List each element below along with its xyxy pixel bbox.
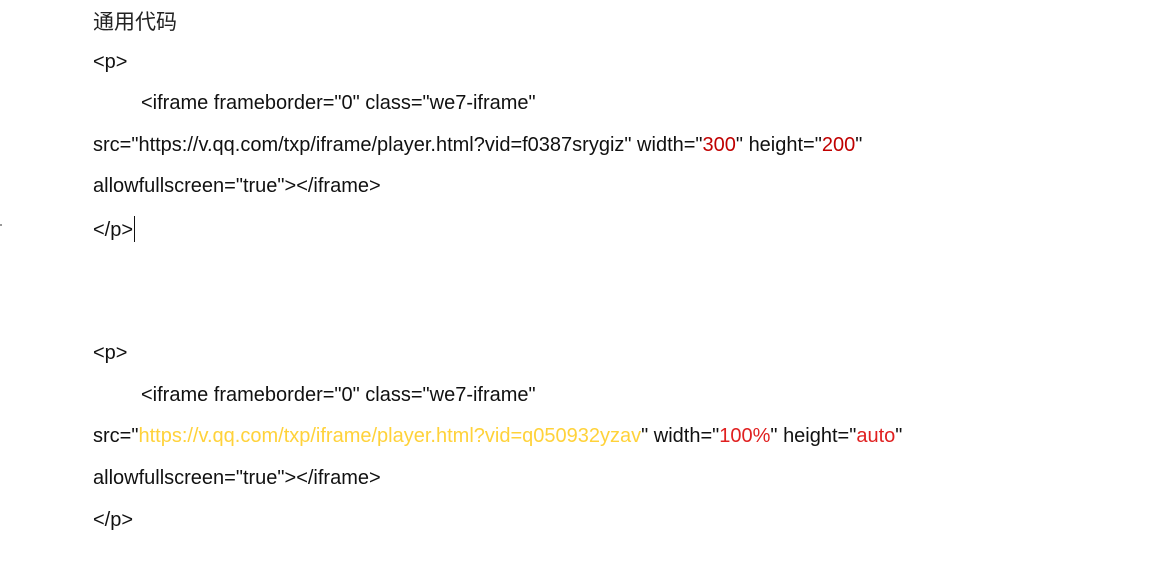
code-line-p-close: </p> (93, 216, 136, 242)
height-attr-text: " height=" (735, 134, 822, 156)
code-line-p-close-2: </p> (93, 509, 134, 531)
section-heading: 通用代码 (93, 10, 177, 34)
p-close-text: </p> (93, 219, 134, 241)
height-attr-text-2: " height=" (770, 425, 857, 447)
src-text: src="https://v.qq.com/txp/iframe/player.… (93, 134, 703, 156)
code-line-p-open: <p> (93, 51, 128, 73)
width-value: 300 (702, 134, 736, 156)
code-line-allowfullscreen-2: allowfullscreen="true"></iframe> (93, 467, 381, 489)
height-attr-close: " (855, 134, 863, 156)
margin-mark (0, 224, 2, 226)
width-value-2: 100% (719, 425, 771, 447)
height-value-2: auto (856, 425, 896, 447)
width-attr-text: " width=" (641, 425, 720, 447)
code-line-iframe-open: <iframe frameborder="0" class="we7-ifram… (141, 92, 536, 114)
code-line-p-open-2: <p> (93, 342, 128, 364)
src-prefix-text: src=" (93, 425, 139, 447)
code-line-allowfullscreen: allowfullscreen="true"></iframe> (93, 175, 381, 197)
code-line-src: src="https://v.qq.com/txp/iframe/player.… (93, 133, 862, 157)
height-value: 200 (821, 134, 856, 156)
text-cursor (134, 216, 136, 242)
code-line-src-2: src="https://v.qq.com/txp/iframe/player.… (93, 424, 902, 448)
height-attr-close-2: " (895, 425, 903, 447)
code-line-iframe-open-2: <iframe frameborder="0" class="we7-ifram… (141, 384, 536, 406)
highlighted-url: https://v.qq.com/txp/iframe/player.html?… (138, 425, 642, 447)
